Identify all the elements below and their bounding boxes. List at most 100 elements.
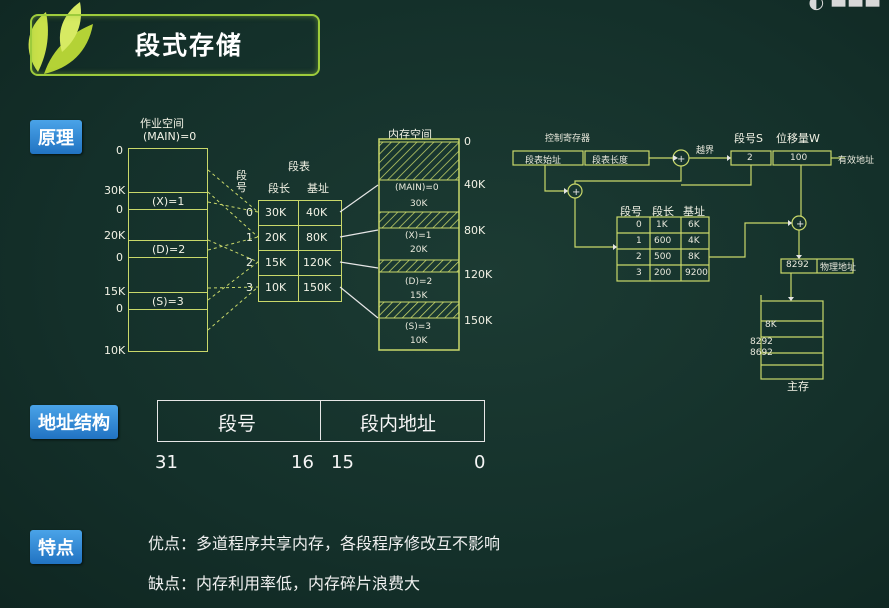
- rt-col-base: 基址: [683, 205, 705, 218]
- rt-row-no: 3: [636, 268, 642, 278]
- job-tick: 0: [116, 251, 123, 264]
- offset-label: 位移量W: [776, 132, 820, 145]
- mem-tick: 120K: [464, 268, 493, 281]
- seg-row-base: 80K: [306, 231, 328, 244]
- rt-row-len: 1K: [656, 220, 668, 230]
- bit-31: 31: [155, 452, 178, 473]
- offset-value: 100: [790, 153, 808, 163]
- mem-label: 20K: [410, 245, 428, 255]
- memory-space-title: 内存空间: [388, 128, 432, 141]
- rt-row-base: 4K: [688, 236, 700, 246]
- rt-row-len: 500: [654, 252, 672, 262]
- address-structure-box: [157, 400, 485, 442]
- mem-label: 10K: [410, 336, 428, 346]
- seg-row-no: 2: [246, 256, 253, 269]
- seg-row-no: 0: [246, 206, 253, 219]
- mem-label: 15K: [410, 291, 428, 301]
- rt-row-no: 0: [636, 220, 642, 230]
- address-structure-divider: [320, 400, 321, 440]
- segment-table-row-divider: [258, 225, 341, 226]
- seg-row-base: 40K: [306, 206, 328, 219]
- rt-col-no: 段号: [620, 205, 642, 218]
- mem-label: 30K: [410, 199, 428, 209]
- bit-16: 16: [291, 452, 314, 473]
- job-seg-s: [128, 292, 207, 310]
- seg-row-no: 1: [246, 231, 253, 244]
- segment-table-title: 段表: [288, 160, 310, 173]
- seg-row-len: 15K: [265, 256, 287, 269]
- job-tick: 15K: [104, 285, 126, 298]
- job-tick: 10K: [104, 344, 126, 357]
- svg-text:+: +: [677, 154, 685, 165]
- seg-row-len: 30K: [265, 206, 287, 219]
- mem-tick: 150K: [464, 314, 493, 327]
- job-seg-d: [128, 240, 207, 258]
- job-space-block: [128, 148, 208, 352]
- physical-address-label: 物理地址: [820, 263, 857, 273]
- rt-row-len: 200: [654, 268, 672, 278]
- physical-address-value: 8292: [786, 260, 809, 270]
- brand-mark-icon: ◐ ▬▬▬: [808, 0, 881, 13]
- table-length: 段表长度: [592, 156, 629, 166]
- mem-label: (D)=2: [405, 277, 433, 287]
- seg-row-len: 10K: [265, 281, 287, 294]
- address-segment-offset: 段内地址: [360, 413, 437, 435]
- seg-row-no: 3: [246, 281, 253, 294]
- mem-tick: 0: [464, 135, 471, 148]
- job-seg-x: [128, 192, 207, 210]
- seg-row-len: 20K: [265, 231, 287, 244]
- feature-disadvantage: 缺点：内存利用率低，内存碎片浪费大: [148, 574, 421, 593]
- mem-tick: 40K: [464, 178, 486, 191]
- seg-base-header: 基址: [307, 182, 329, 195]
- seg-len-header: 段长: [268, 182, 290, 195]
- job-tick: 30K: [104, 184, 126, 197]
- feature-advantage: 优点：多道程序共享内存，各段程序修改互不影响: [148, 534, 501, 553]
- overflow-label: 越界: [696, 146, 715, 156]
- job-tick: 20K: [104, 229, 126, 242]
- job-seg-label-d: (D)=2: [152, 243, 186, 256]
- rt-row-base: 8K: [688, 252, 700, 262]
- table-start-address: 段表始址: [525, 156, 562, 166]
- svg-text:+: +: [796, 219, 804, 230]
- title-frame: [30, 14, 320, 76]
- mem-tick: 80K: [464, 224, 486, 237]
- segment-address-translation-diagram: + + +: [512, 149, 854, 380]
- rt-row-len: 600: [654, 236, 672, 246]
- mapping-arrows: [207, 169, 379, 331]
- job-tick: 0: [116, 302, 123, 315]
- mem-label: (X)=1: [405, 231, 432, 241]
- mem-label: (S)=3: [405, 322, 432, 332]
- segment-table: [258, 200, 342, 302]
- work-space-main: (MAIN)=0: [143, 130, 197, 143]
- segment-table-row-divider: [258, 250, 341, 251]
- bit-15: 15: [331, 452, 354, 473]
- segment-number-value: 2: [747, 153, 753, 163]
- tag-principle: 原理: [30, 120, 82, 154]
- job-tick: 0: [116, 144, 123, 157]
- job-tick: 0: [116, 203, 123, 216]
- mem-label: (MAIN)=0: [395, 183, 439, 193]
- main-memory-label: 主存: [787, 380, 809, 393]
- segment-table-row-divider: [258, 275, 341, 276]
- work-space-title: 作业空间: [140, 117, 184, 130]
- address-segment-number: 段号: [218, 413, 257, 435]
- memory-space-column: [378, 138, 460, 351]
- tag-address-structure: 地址结构: [30, 405, 118, 439]
- tag-features: 特点: [30, 530, 82, 564]
- seg-row-base: 150K: [303, 281, 332, 294]
- page-title: 段式存储: [135, 31, 244, 60]
- rt-row-base: 9200: [685, 268, 708, 278]
- job-seg-label-s: (S)=3: [152, 295, 184, 308]
- control-register-label: 控制寄存器: [545, 134, 591, 144]
- rt-row-no: 1: [636, 236, 642, 246]
- rt-row-no: 2: [636, 252, 642, 262]
- main-memory-8692: 8692: [750, 348, 773, 358]
- segment-number-label: 段号S: [734, 132, 763, 145]
- job-seg-label-x: (X)=1: [152, 195, 185, 208]
- bit-0: 0: [474, 452, 486, 473]
- rt-col-len: 段长: [652, 205, 674, 218]
- rt-row-base: 6K: [688, 220, 700, 230]
- valid-address-label: 有效地址: [838, 156, 875, 166]
- seg-no-header: 段号: [236, 169, 247, 194]
- svg-text:+: +: [572, 187, 580, 198]
